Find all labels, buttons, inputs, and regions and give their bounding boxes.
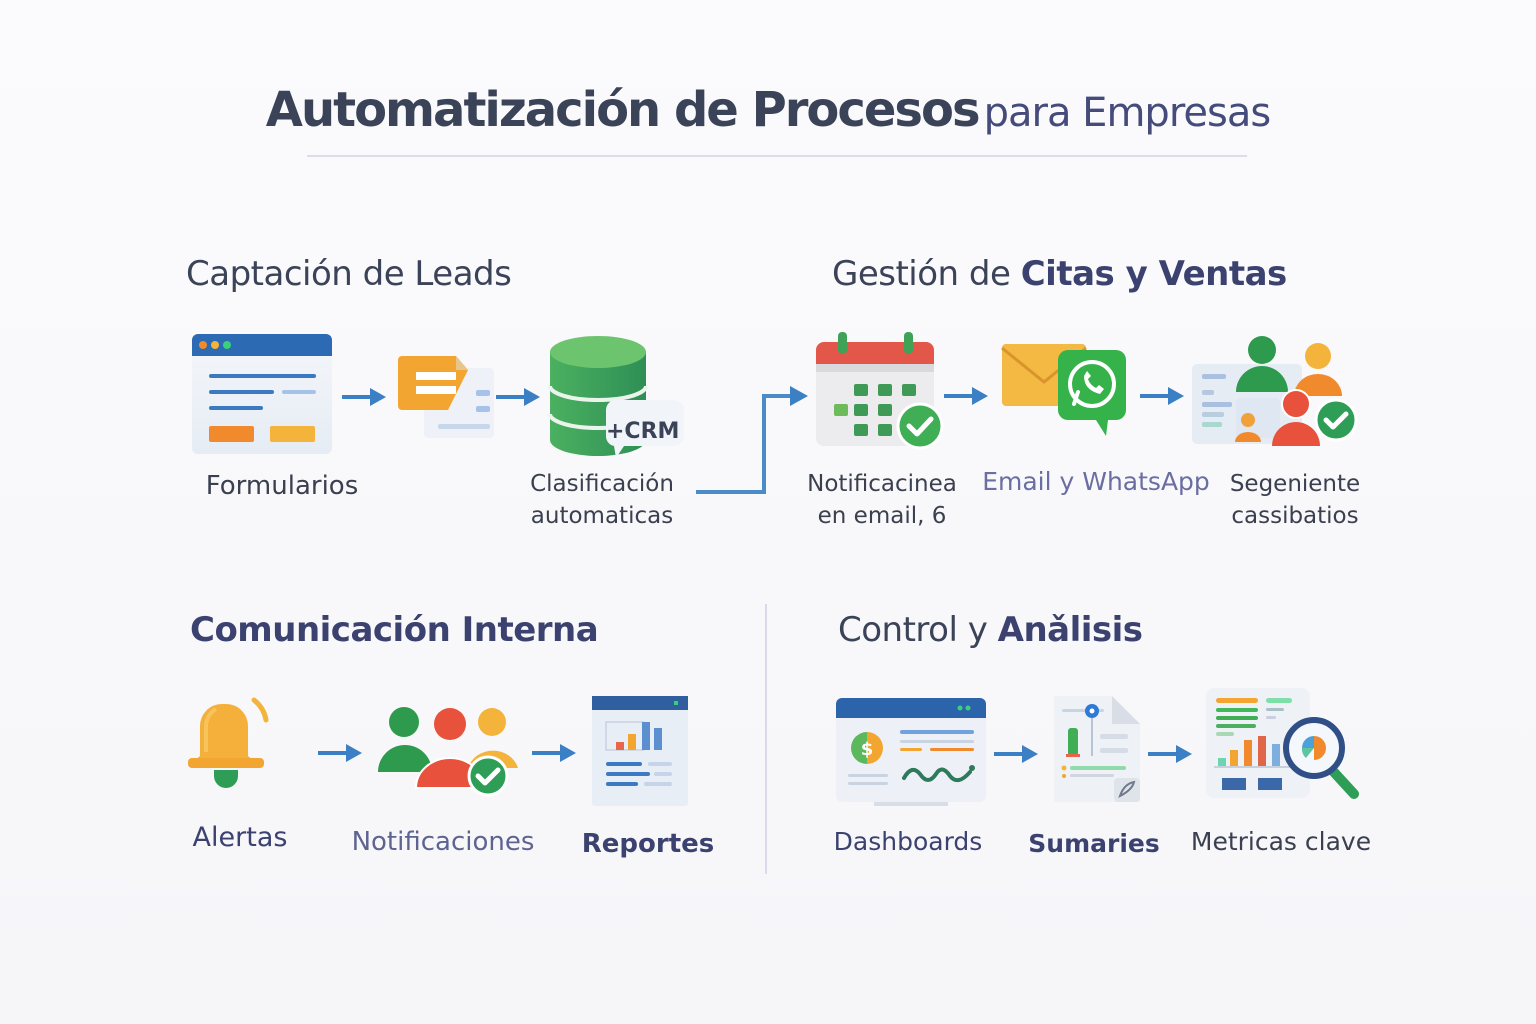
arrow-right-icon	[318, 744, 362, 762]
page-title-main: Automatización de Procesos	[265, 82, 981, 138]
arrow-right-icon	[994, 745, 1038, 763]
team-check-icon	[378, 707, 518, 797]
dollar-icon: $	[861, 739, 874, 760]
step-label-line: automaticas	[530, 503, 674, 529]
section-title-citas: Gestión de Citas y Ventas	[832, 254, 1287, 294]
web-form-icon	[192, 334, 332, 454]
connector-arrow-icon	[696, 386, 808, 494]
step-label-segmentacion: Segeniente cassibatios	[1200, 468, 1390, 532]
arrow-right-icon	[496, 388, 540, 406]
calendar-check-icon	[816, 332, 944, 450]
step-label-sumaries: Sumaries	[1028, 829, 1160, 858]
step-label-line: en email, 6	[817, 503, 947, 529]
arrow-right-icon	[1148, 745, 1192, 763]
arrow-right-icon	[944, 387, 988, 405]
step-label-notificaciones: Notificacinea en email, 6	[790, 468, 974, 532]
arrow-right-icon	[342, 388, 386, 406]
section-title-leads: Captación de Leads	[186, 254, 512, 294]
section-divider	[765, 604, 767, 874]
report-chart-icon	[592, 696, 688, 806]
customer-segment-icon	[1192, 336, 1358, 446]
step-label-line: cassibatios	[1231, 503, 1359, 529]
document-transfer-icon	[398, 356, 494, 438]
database-crm-icon	[548, 336, 684, 458]
summary-document-icon	[1054, 696, 1140, 802]
section-title-comunicacion: Comunicación Interna	[190, 610, 599, 650]
page-title: Automatización de Procesos para Empresas	[0, 82, 1536, 138]
email-whatsapp-icon	[1001, 344, 1126, 436]
section-title-regular: Gestión de	[832, 254, 1021, 294]
step-label-line: Notificacinea	[807, 471, 957, 497]
step-label-notificaciones-internas: Notificaciones	[351, 827, 535, 857]
bell-icon	[188, 697, 269, 788]
section-title-control: Control y Anǎlisis	[838, 610, 1143, 650]
step-label-email-whatsapp: Email y WhatsApp	[982, 467, 1210, 496]
page-title-sub: para Empresas	[983, 90, 1272, 136]
section-title-bold: Anǎlisis	[997, 610, 1143, 650]
title-underline	[307, 155, 1247, 157]
step-label-reportes: Reportes	[581, 829, 715, 859]
step-label-formularios: Formularios	[205, 471, 359, 501]
step-label-line: Segeniente	[1229, 471, 1361, 497]
crm-badge: +CRM	[606, 419, 680, 444]
step-label-line: Clasificación	[530, 471, 674, 497]
step-label-alertas: Alertas	[192, 822, 288, 853]
step-label-dashboards: Dashboards	[833, 827, 983, 856]
step-label-clasificacion: Clasificación automaticas	[510, 468, 694, 532]
metrics-magnifier-icon	[1206, 688, 1359, 799]
arrow-right-icon	[1140, 387, 1184, 405]
section-title-regular: Control y	[838, 610, 998, 650]
section-title-bold: Citas y Ventas	[1020, 254, 1288, 294]
step-label-metricas: Metricas clave	[1190, 827, 1372, 856]
dashboard-monitor-icon: $	[836, 698, 986, 806]
arrow-right-icon	[532, 744, 576, 762]
